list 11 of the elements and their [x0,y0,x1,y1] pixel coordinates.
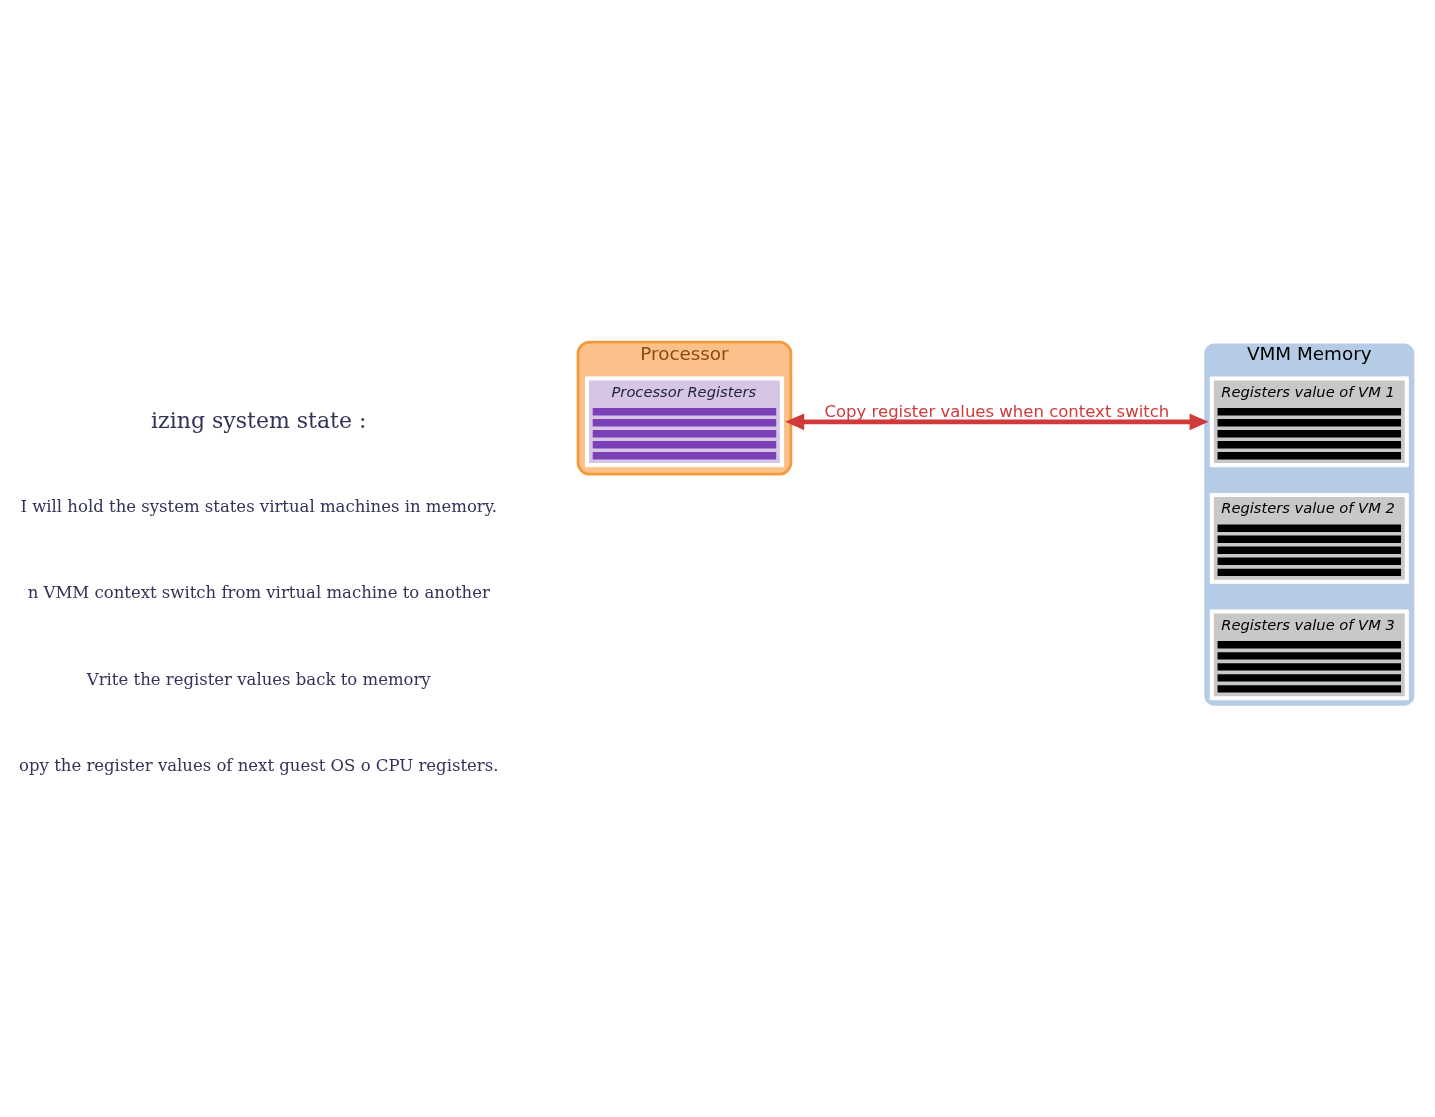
node-box: Registers value of VM 3 [1209,608,1409,700]
node-box: Registers value of VM 1 [1209,375,1409,467]
label: n VMM context switch from virtual machine to another [27,582,490,602]
label: izing system state : [151,407,367,433]
label: opy the register values of next guest OS o CPU registers. [19,755,499,775]
node-box: Processor Registers [584,375,784,467]
label: I will hold the system states virtual machines in memory. [20,496,498,516]
arrow [785,413,1209,430]
edge-label: Copy register values when context switch [824,401,1170,421]
node-box: Registers value of VM 2 [1209,492,1409,584]
label: Vrite the register values back to memory [86,669,431,689]
